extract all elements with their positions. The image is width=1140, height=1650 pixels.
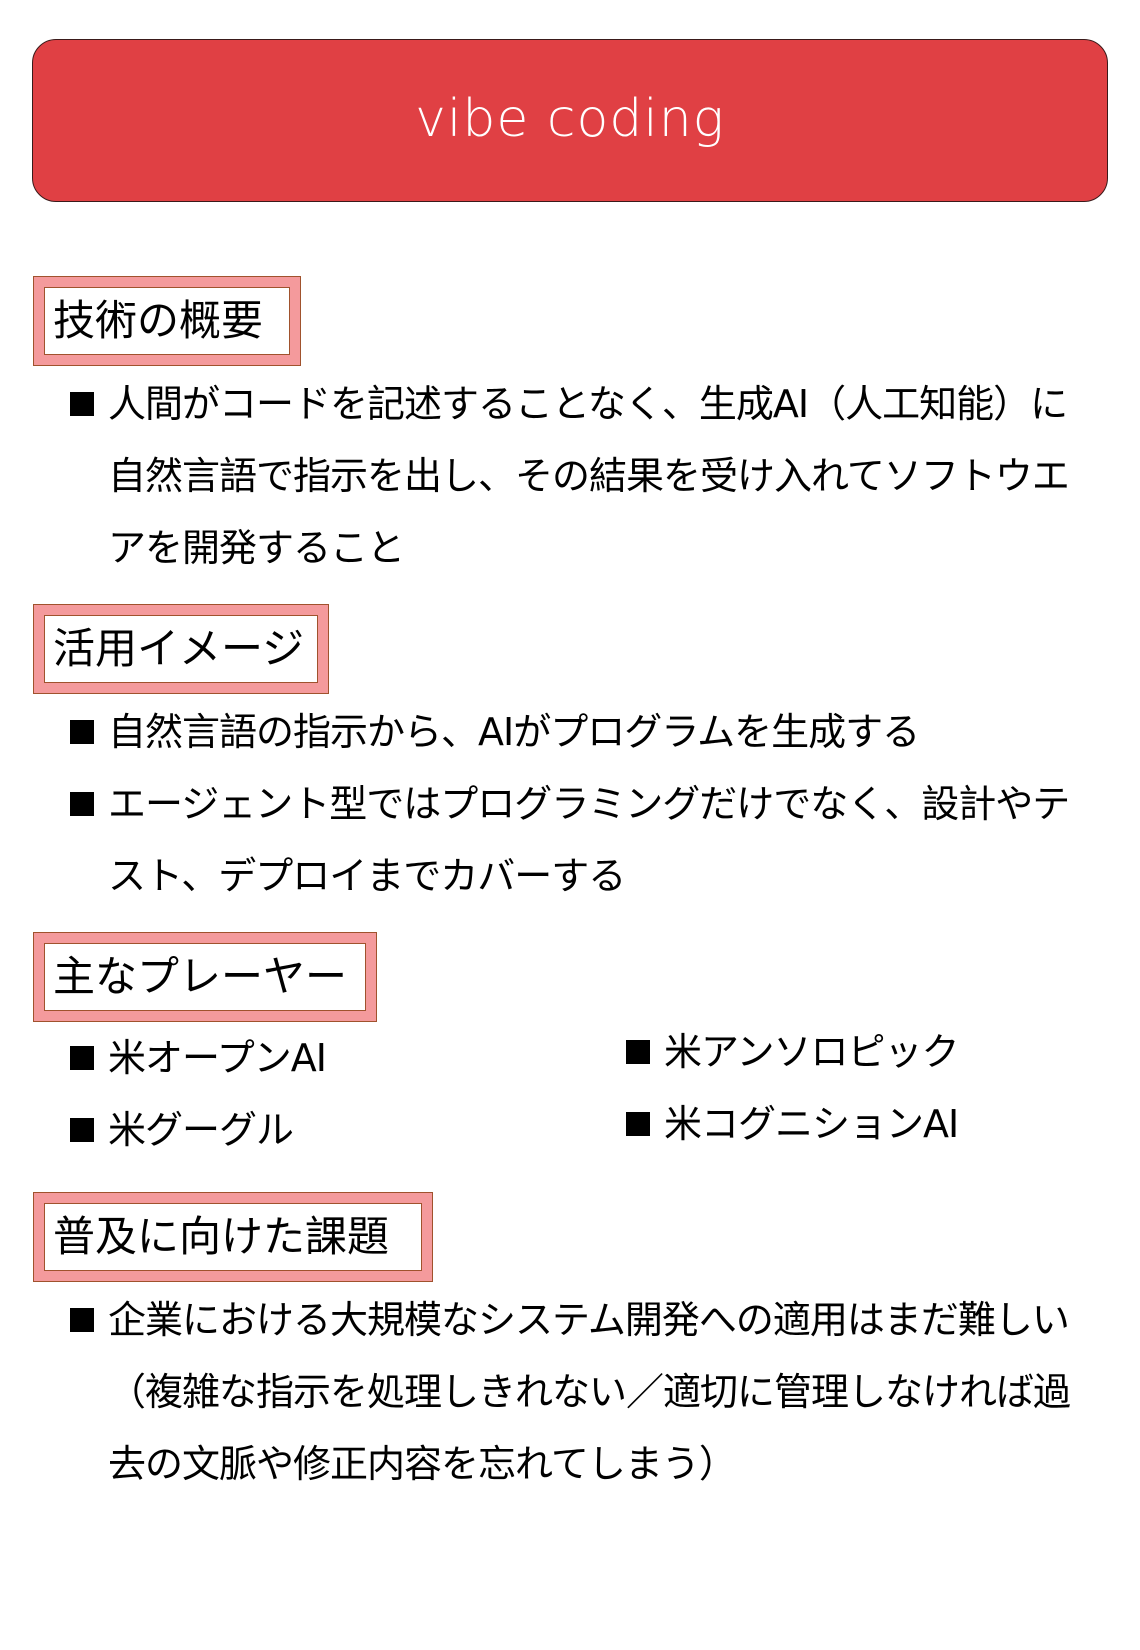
usage-list: 自然言語の指示から、AIがプログラムを生成する エージェント型ではプログラミング… — [70, 696, 1070, 912]
players-grid: 米オープンAI 米アンソロピック 米グーグル 米コグニションAI — [70, 1022, 1070, 1166]
overview-list: 人間がコードを記述することなく、生成AI（人工知能）に自然言語で指示を出し、その… — [70, 368, 1070, 584]
section-heading-label: 主なプレーヤー — [44, 943, 366, 1011]
list-item: 米アンソロピック — [626, 1016, 1070, 1094]
square-bullet-icon — [70, 792, 94, 816]
list-item: 人間がコードを記述することなく、生成AI（人工知能）に自然言語で指示を出し、その… — [70, 368, 1070, 584]
square-bullet-icon — [70, 1046, 94, 1070]
section-heading-players: 主なプレーヤー — [33, 932, 377, 1022]
section-heading-label: 普及に向けた課題 — [44, 1203, 422, 1271]
list-item: 企業における大規模なシステム開発への適用はまだ難しい（複雑な指示を処理しきれない… — [70, 1284, 1071, 1500]
square-bullet-icon — [70, 1308, 94, 1332]
player-name: 米アンソロピック — [664, 1030, 959, 1074]
player-name: 米コグニションAI — [664, 1102, 959, 1146]
list-item: 米コグニションAI — [626, 1088, 1070, 1166]
list-item-text: エージェント型ではプログラミングだけでなく、設計やテスト、デプロイまでカバーする — [108, 782, 1070, 898]
square-bullet-icon — [70, 1118, 94, 1142]
list-item-text: 自然言語の指示から、AIがプログラムを生成する — [108, 710, 920, 754]
title-banner: vibe coding — [32, 39, 1108, 202]
player-name: 米グーグル — [108, 1108, 294, 1152]
list-item: 自然言語の指示から、AIがプログラムを生成する — [70, 696, 1070, 768]
section-heading-label: 活用イメージ — [44, 615, 318, 683]
list-item-text: 企業における大規模なシステム開発への適用はまだ難しい（複雑な指示を処理しきれない… — [108, 1298, 1071, 1486]
section-heading-overview: 技術の概要 — [33, 276, 301, 366]
section-heading-challenges: 普及に向けた課題 — [33, 1192, 433, 1282]
player-name: 米オープンAI — [108, 1036, 327, 1080]
list-item: エージェント型ではプログラミングだけでなく、設計やテスト、デプロイまでカバーする — [70, 768, 1070, 912]
square-bullet-icon — [70, 720, 94, 744]
square-bullet-icon — [70, 392, 94, 416]
list-item: 米グーグル — [70, 1094, 626, 1166]
list-item-text: 人間がコードを記述することなく、生成AI（人工知能）に自然言語で指示を出し、その… — [108, 382, 1070, 570]
list-item: 米オープンAI — [70, 1022, 626, 1094]
page-title: vibe coding — [415, 88, 725, 149]
section-heading-label: 技術の概要 — [44, 287, 290, 355]
square-bullet-icon — [626, 1040, 650, 1064]
square-bullet-icon — [626, 1112, 650, 1136]
section-heading-usage: 活用イメージ — [33, 604, 329, 694]
challenges-list: 企業における大規模なシステム開発への適用はまだ難しい（複雑な指示を処理しきれない… — [70, 1284, 1071, 1500]
